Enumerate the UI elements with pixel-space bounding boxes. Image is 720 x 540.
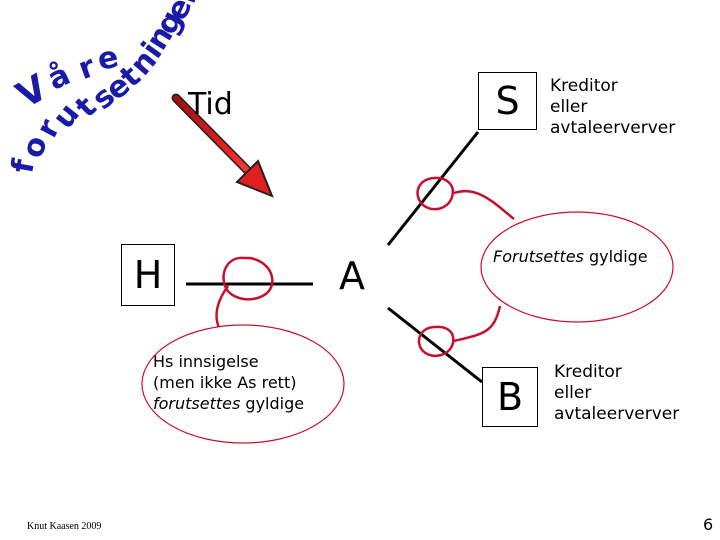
bubble-right-italic: Forutsettes <box>493 247 584 266</box>
node-h: H <box>121 244 175 306</box>
circle-mark-upper <box>416 176 455 211</box>
bubble-right-text: Forutsettes gyldige <box>493 249 648 265</box>
bubble-right-normal: gyldige <box>583 247 648 266</box>
page-number: 6 <box>703 515 714 534</box>
node-s-label: S <box>495 79 520 123</box>
creditor-bottom-line1: Kreditor <box>554 362 622 382</box>
creditor-top-line3: avtaleerverver <box>550 118 676 138</box>
time-arrow-shaft-fill <box>173 95 258 181</box>
arc-title: Våreforutsetninger... <box>5 0 206 176</box>
creditor-bottom-text: Kreditor eller avtaleerverver <box>554 362 679 425</box>
node-h-label: H <box>133 253 163 297</box>
bubble-left-line2: (men ikke As rett) <box>153 373 297 392</box>
creditor-bottom-line3: avtaleerverver <box>554 404 680 424</box>
circle-mark-lower <box>417 325 455 358</box>
circle-mark-h-a <box>222 256 274 301</box>
creditor-bottom-line2: eller <box>554 383 592 403</box>
curve-upper <box>453 190 515 220</box>
bubble-left-line1: Hs innsigelse <box>153 352 259 371</box>
node-b-label: B <box>496 375 524 419</box>
curve-lower <box>453 305 502 343</box>
node-s: S <box>478 72 537 130</box>
time-arrow-head <box>235 159 274 198</box>
creditor-top-line1: Kreditor <box>550 76 618 96</box>
bubble-left-line3-normal: gyldige <box>240 394 305 413</box>
bubble-left-text: Hs innsigelse (men ikke As rett) forutse… <box>153 351 304 414</box>
bubble-left-line3: forutsettes gyldige <box>153 393 304 414</box>
creditor-top-line2: eller <box>550 97 588 117</box>
time-label: Tid <box>188 87 233 122</box>
line-a-s <box>386 131 480 246</box>
node-a-label: A <box>339 254 365 298</box>
line-a-b <box>387 306 483 384</box>
bubble-left-ellipse <box>141 324 345 444</box>
node-b: B <box>482 367 538 427</box>
bubble-left-line3-italic: forutsettes <box>153 394 241 413</box>
creditor-top-text: Kreditor eller avtaleerverver <box>550 76 675 139</box>
node-a: A <box>324 248 380 304</box>
bubble-right-ellipse <box>480 211 674 323</box>
footer-author: Knut Kaasen 2009 <box>27 521 102 532</box>
